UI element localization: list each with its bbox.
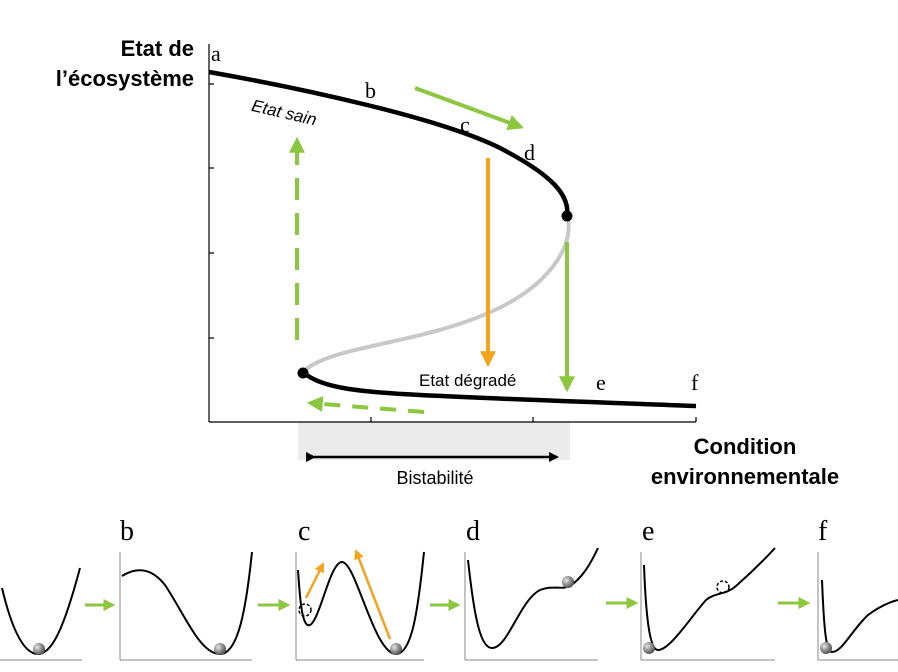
y-axis-label: Etat de l’écosystème (14, 34, 194, 94)
ball-ghost-icon (298, 603, 312, 617)
ball-icon (390, 643, 402, 655)
ball-ghost-icon (716, 580, 730, 594)
landscape-panel-e (640, 547, 776, 661)
landscape-panel-b (119, 551, 253, 661)
upper-stable-branch (208, 69, 570, 217)
point-label-f: f (691, 370, 699, 395)
landscape-panel-c (295, 549, 425, 661)
landscape-panel-d (464, 547, 599, 661)
ball-icon (33, 643, 45, 655)
landscape-panel-f (817, 552, 898, 661)
point-label-b: b (365, 78, 376, 103)
lower-fold-point (297, 367, 309, 379)
bistability-label: Bistabilité (396, 468, 474, 488)
degraded-state-label: Etat dégradé (419, 371, 517, 390)
green-arrow-forward (414, 86, 525, 131)
axes (208, 44, 697, 423)
x-axis-label-line1: Condition (693, 434, 797, 459)
green-arrow-backward-dashed (306, 396, 425, 414)
ball-icon (820, 642, 832, 654)
point-label-d: d (524, 140, 535, 165)
y-axis-label-line2: l’écosystème (55, 66, 194, 91)
panel-letter-c: c (298, 516, 311, 547)
point-label-a: a (211, 41, 221, 66)
unstable-branch (301, 215, 571, 374)
upper-fold-point (561, 210, 573, 222)
ball-icon (214, 643, 226, 655)
ball-icon (562, 576, 574, 588)
x-axis-label: Condition environnementale (620, 432, 870, 492)
ball-icon (643, 642, 655, 654)
x-axis-label-line2: environnementale (650, 464, 840, 489)
panel-letter-f: f (818, 516, 828, 547)
panel-letter-e: e (642, 516, 655, 547)
point-label-c: c (460, 112, 470, 137)
landscape-panel-a (0, 567, 82, 661)
bistability-band (298, 422, 570, 460)
panel-letter-b: b (120, 516, 134, 547)
panel-letter-d: d (466, 516, 480, 547)
lower-stable-branch (301, 370, 697, 409)
point-label-e: e (596, 370, 606, 395)
y-axis-label-line1: Etat de (120, 36, 194, 61)
